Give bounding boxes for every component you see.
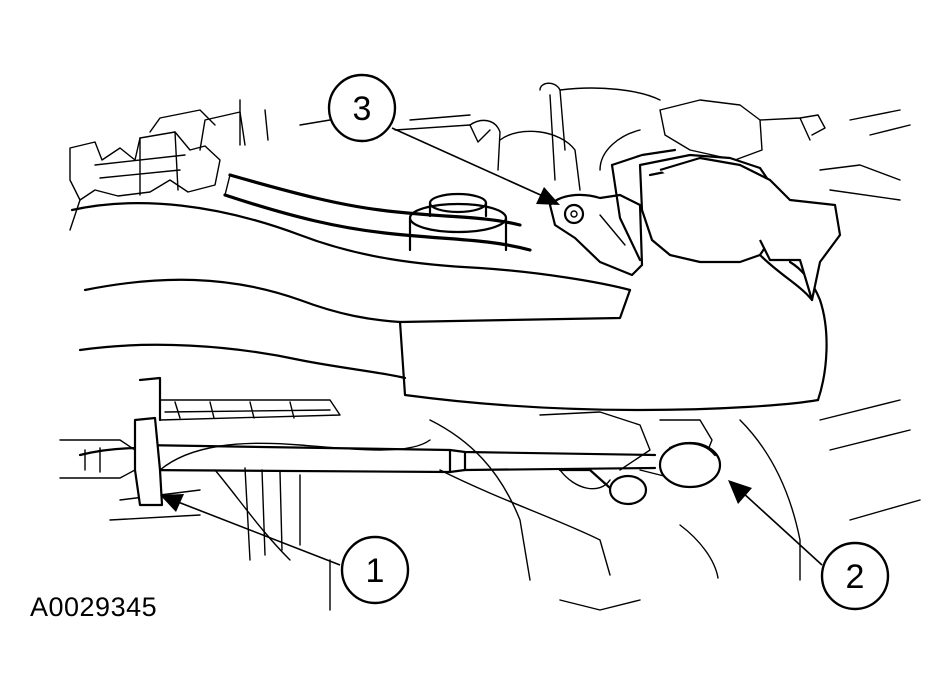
figure-id-label: A0029345 — [30, 592, 158, 622]
callout-1-number: 1 — [366, 552, 385, 590]
leader-line-1 — [177, 501, 341, 566]
callout-2-number: 2 — [846, 558, 865, 596]
callout-2: 2 — [820, 541, 890, 611]
callout-3: 3 — [327, 73, 397, 143]
callout-leaders — [160, 127, 823, 566]
background-engine-parts — [69, 82, 911, 252]
callout-2-circle — [820, 541, 890, 611]
throttle-cable — [78, 376, 722, 507]
arrowhead-2 — [728, 480, 752, 504]
callout-3-number: 3 — [353, 90, 372, 128]
leader-line-3 — [391, 127, 546, 198]
callout-3-circle — [327, 73, 397, 143]
lower-engine-parts — [59, 399, 921, 611]
arrowhead-3 — [536, 187, 560, 205]
right-cap-assembly — [610, 148, 842, 302]
leader-line-2 — [741, 491, 823, 566]
callout-1: 1 — [340, 535, 410, 605]
callout-1-circle — [340, 535, 410, 605]
arrowhead-1 — [160, 494, 184, 512]
